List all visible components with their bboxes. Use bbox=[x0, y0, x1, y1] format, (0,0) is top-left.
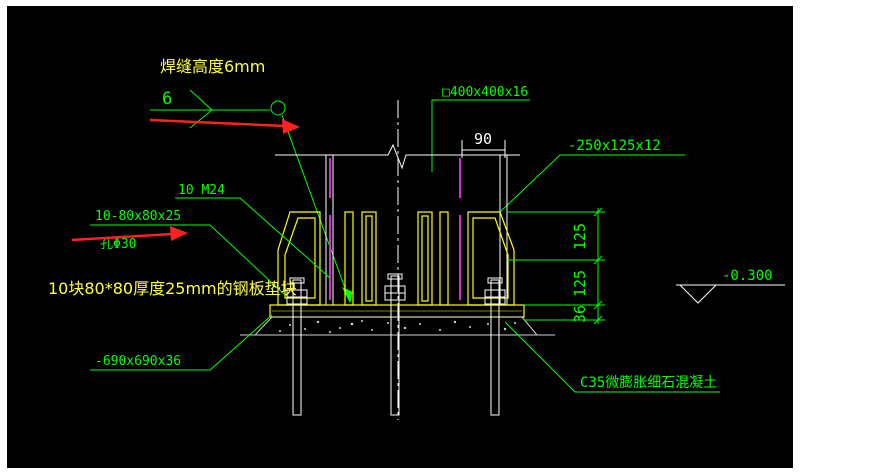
red-arrow-weld bbox=[149, 118, 300, 134]
dim-90-label: 90 bbox=[474, 130, 492, 148]
shim-plates-annotation: 10块80*80厚度25mm的钢板垫块 bbox=[48, 279, 297, 298]
shim-spec-label: 10-80x80x25 bbox=[95, 209, 181, 224]
canvas-border-bottom bbox=[0, 468, 793, 476]
stiffener-leader bbox=[499, 154, 685, 213]
canvas-border-top bbox=[0, 0, 793, 6]
column-section-label: □400x400x16 bbox=[442, 85, 528, 100]
dim-125-lower-label: 125 bbox=[571, 270, 589, 297]
red-arrow-hole bbox=[71, 226, 188, 242]
weld-height-annotation: 焊缝高度6mm bbox=[160, 57, 265, 76]
canvas-border-left bbox=[0, 0, 7, 476]
column-break-line bbox=[275, 143, 520, 170]
anchor-bolts-label: 10 M24 bbox=[178, 183, 225, 198]
weld-symbol bbox=[150, 89, 353, 304]
column-welds bbox=[329, 158, 461, 300]
elevation-marker bbox=[676, 284, 785, 304]
base-plate-leader bbox=[90, 314, 273, 371]
shim-leader bbox=[90, 224, 286, 296]
grout-label: C35微膨胀细石混凝土 bbox=[580, 374, 717, 391]
vertical-dims bbox=[507, 207, 605, 325]
elevation-label: -0.300 bbox=[722, 268, 773, 284]
dim-36-label: 36 bbox=[571, 305, 589, 323]
base-plate-label: -690x690x36 bbox=[95, 354, 181, 369]
column-walls bbox=[325, 155, 508, 305]
hole-spec-label: 孔Φ30 bbox=[100, 237, 136, 252]
column-leader bbox=[431, 99, 530, 172]
anchor-leader bbox=[175, 197, 331, 279]
anchor-bolts bbox=[286, 273, 506, 416]
dim-125-upper-label: 125 bbox=[571, 223, 589, 250]
grout-leader bbox=[504, 321, 720, 393]
weld-size-label: 6 bbox=[162, 89, 172, 109]
drawing-background bbox=[0, 0, 793, 476]
stiffener-label: -250x125x12 bbox=[568, 138, 661, 154]
